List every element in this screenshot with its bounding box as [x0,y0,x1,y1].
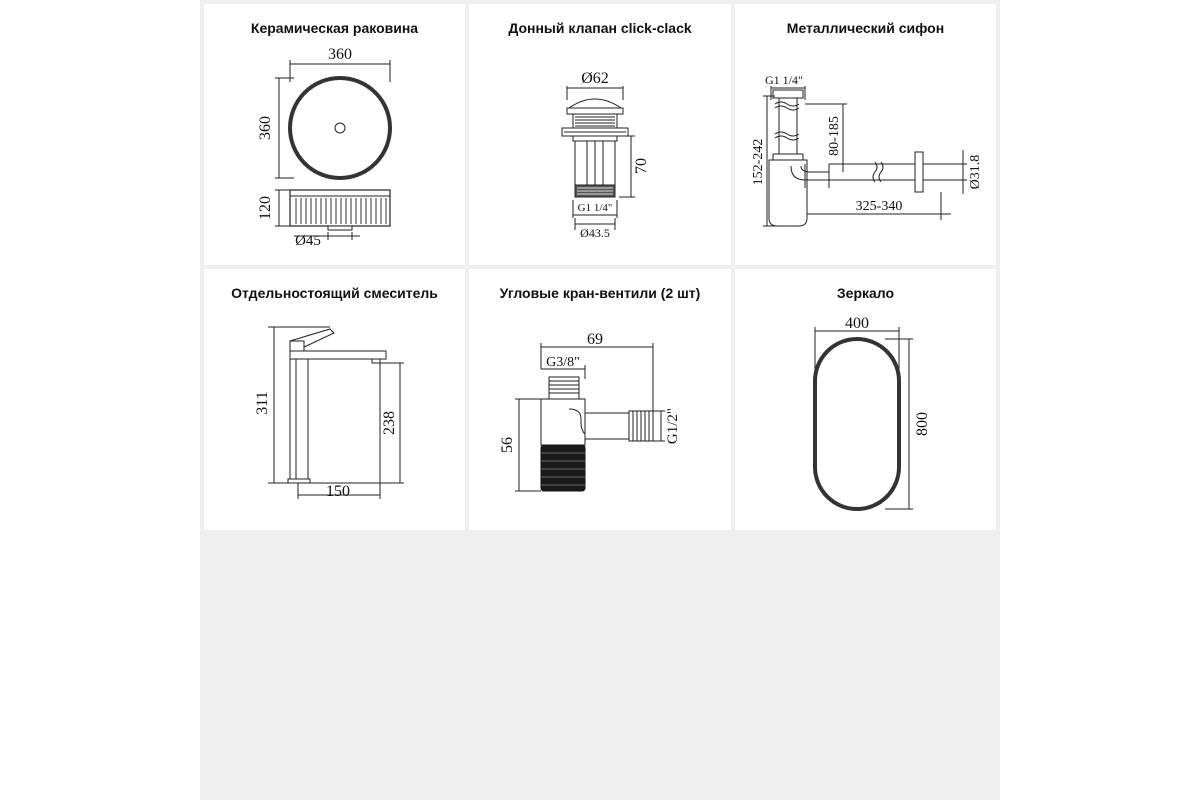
panel-title: Угловые кран-вентили (2 шт) [499,285,701,301]
width-label: 400 [845,315,869,332]
thread-label: G1 1/4" [765,73,803,87]
height-label: 70 [633,158,650,174]
spout-height-label: 238 [381,411,398,435]
faucet-body [287,328,387,484]
panel-ceramic-sink: Керамическая раковина 360 360 [204,4,465,265]
sink-drawing: 360 360 [257,46,392,249]
drain-hole [334,122,346,134]
depth-label: 120 [257,196,274,220]
drain-label: Ø45 [295,233,321,249]
length-label: 325-340 [856,199,903,214]
reach-label: 150 [326,483,350,500]
out-thread-label: G1/2" [665,408,681,444]
drawing-frame: Керамическая раковина 360 360 [200,0,1000,800]
valve-drawing: Ø62 [561,70,650,240]
length-label: 69 [587,331,603,348]
height-label: 152-242 [751,139,766,186]
mirror-shape [813,337,901,511]
height-label: 311 [254,391,271,414]
panel-title: Зеркало [836,285,895,301]
rise-label: 80-185 [827,116,842,156]
panel-drain-valve: Донный клапан click-clack Ø62 [469,4,731,265]
in-thread-label: G3/8" [546,355,580,370]
panel-mirror: Зеркало 400 800 [735,269,996,530]
top-dia-label: Ø62 [581,70,609,87]
angle-valve-drawing: 69 G3/8" [499,331,681,492]
valve-body [561,98,629,198]
height-label: 800 [914,412,931,436]
height-label: 360 [257,116,274,140]
pipe-dia-label: Ø31.8 [968,155,983,190]
height-label: 56 [499,437,516,453]
mirror-drawing: 400 800 [813,315,931,511]
thread-label: G1 1/4" [578,202,613,214]
panel-faucet: Отдельностоящий смеситель 311 238 [204,269,465,530]
sink-side-view [289,189,391,231]
panel-title: Донный клапан click-clack [508,20,692,36]
width-label: 360 [328,46,352,63]
panel-siphon: Металлический сифон G1 1/4" [735,4,996,265]
panel-title: Металлический сифон [786,20,945,36]
panel-title: Отдельностоящий смеситель [231,285,438,301]
panel-title: Керамическая раковина [250,20,419,36]
sink-top-view [288,76,392,180]
bottom-dia-label: Ø43.5 [580,226,610,240]
angle-valve-body [540,376,654,492]
siphon-body [768,89,941,227]
panel-angle-valves: Угловые кран-вентили (2 шт) 69 G3/8" [469,269,731,530]
siphon-drawing: G1 1/4" [751,73,983,227]
faucet-drawing: 311 238 150 [254,326,404,500]
